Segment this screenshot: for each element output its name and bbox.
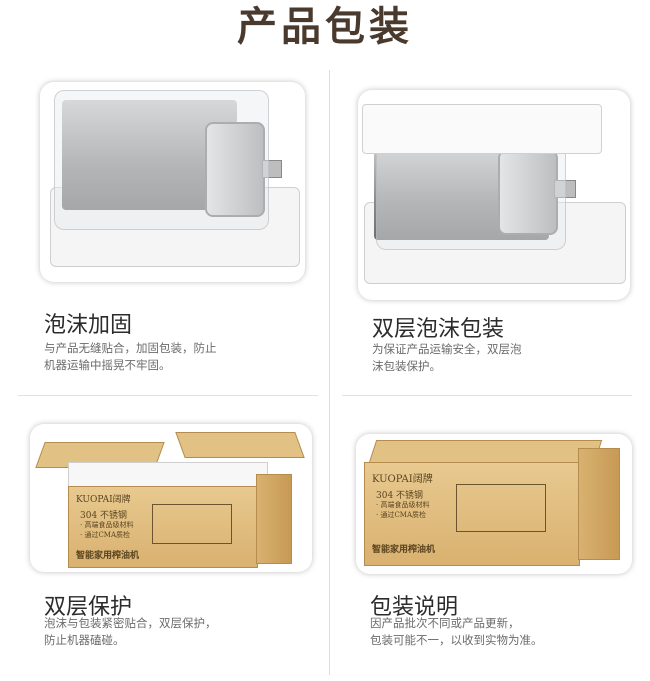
box-spec: 304 不锈钢 — [376, 491, 424, 501]
box-machine-sketch — [152, 504, 232, 544]
box-front — [364, 462, 580, 566]
description-line: 泡沫与包装紧密贴合，双层保护， — [44, 616, 217, 630]
description-line: 沫包装保护。 — [372, 359, 441, 373]
description-line: 机器运输中摇晃不牢固。 — [44, 358, 171, 372]
cell-description: 与产品无缝贴合，加固包装，防止 机器运输中摇晃不牢固。 — [44, 340, 294, 374]
box-flap-right — [175, 432, 305, 458]
box-side — [578, 448, 620, 560]
cell-double-protection: KUOPAI阔牌 304 不锈钢 · 高端食品级材料 · 通过CMA质检 智能家… — [0, 396, 325, 681]
machine-spout — [262, 160, 282, 178]
description-line: 防止机器磕碰。 — [44, 633, 125, 647]
cell-packaging-note: KUOPAI阔牌 304 不锈钢 · 高端食品级材料 · 通过CMA质检 智能家… — [330, 396, 650, 681]
box-product-name: 智能家用榨油机 — [76, 551, 140, 561]
cell-foam-reinforcement: 泡沫加固 与产品无缝贴合，加固包装，防止 机器运输中摇晃不牢固。 — [0, 0, 325, 395]
box-front — [68, 486, 258, 568]
box-product-name: 智能家用榨油机 — [372, 545, 436, 555]
box-spec: 304 不锈钢 — [80, 511, 128, 521]
box-spec: · 高端食品级材料 — [376, 501, 430, 509]
box-side — [256, 474, 292, 564]
description-line: 与产品无缝贴合，加固包装，防止 — [44, 341, 217, 355]
cell-description: 因产品批次不同或产品更新， 包装可能不一，以收到实物为准。 — [370, 615, 620, 649]
cell-title: 双层保护 — [44, 595, 133, 620]
box-spec: · 通过CMA质检 — [376, 511, 427, 519]
box-brand: KUOPAI阔牌 — [372, 474, 433, 485]
description-line: 为保证产品运输安全，双层泡 — [372, 342, 522, 356]
foam-top — [362, 104, 602, 154]
plastic-wrap — [376, 140, 566, 250]
vertical-divider — [329, 70, 330, 675]
description-line: 因产品批次不同或产品更新， — [370, 616, 520, 630]
cell-double-foam: 双层泡沫包装 为保证产品运输安全，双层泡 沫包装保护。 — [330, 0, 650, 395]
product-image-double-foam — [358, 90, 630, 300]
horizontal-divider-right — [342, 395, 632, 396]
plastic-wrap — [54, 90, 269, 230]
description-line: 包装可能不一，以收到实物为准。 — [370, 633, 543, 647]
product-image-foam-wrapped-machine — [40, 82, 305, 282]
box-spec: · 高端食品级材料 — [80, 521, 134, 529]
cell-description: 泡沫与包装紧密贴合，双层保护， 防止机器磕碰。 — [44, 615, 294, 649]
box-brand: KUOPAI阔牌 — [76, 495, 131, 505]
box-spec: · 通过CMA质检 — [80, 531, 131, 539]
page-title: 产品包装 — [237, 4, 413, 50]
cell-title: 泡沫加固 — [44, 313, 133, 338]
box-machine-sketch — [456, 484, 546, 532]
product-image-open-box: KUOPAI阔牌 304 不锈钢 · 高端食品级材料 · 通过CMA质检 智能家… — [30, 424, 312, 572]
cell-title: 双层泡沫包装 — [372, 317, 505, 342]
cell-title: 包装说明 — [370, 595, 459, 620]
cell-description: 为保证产品运输安全，双层泡 沫包装保护。 — [372, 341, 622, 375]
machine-head — [205, 122, 265, 217]
horizontal-divider-left — [18, 395, 318, 396]
product-image-closed-box: KUOPAI阔牌 304 不锈钢 · 高端食品级材料 · 通过CMA质检 智能家… — [356, 434, 632, 574]
